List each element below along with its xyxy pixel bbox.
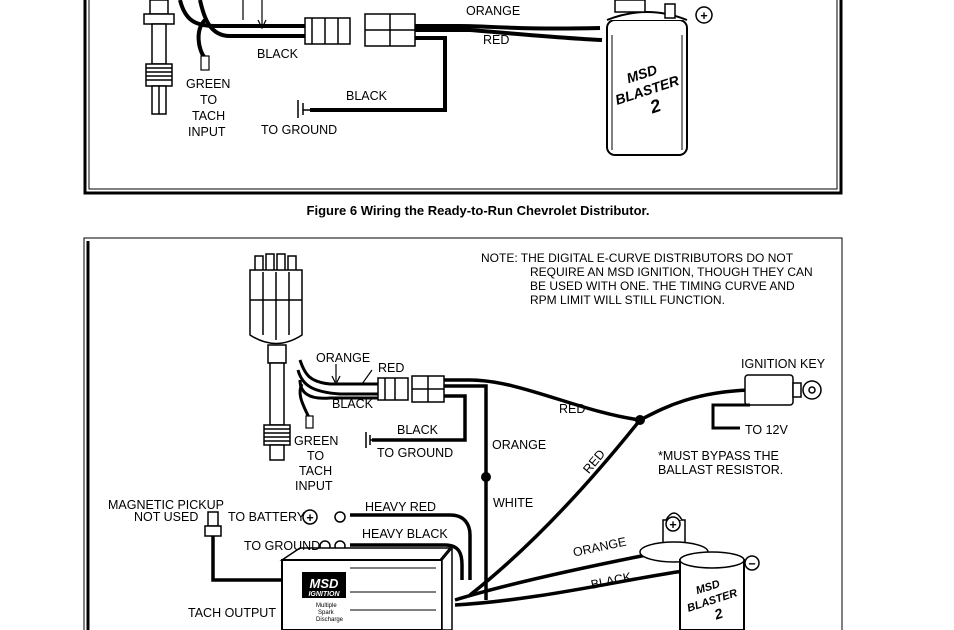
coil-top: MSD BLASTER 2 [606, 0, 688, 156]
minus-terminal-bottom: − [744, 555, 760, 571]
label-heavy-red: HEAVY RED [365, 500, 436, 514]
label-black-dist: BLACK [332, 397, 374, 411]
label-bypass-1: *MUST BYPASS THE [658, 449, 779, 463]
label-tach-bottom: TACH [299, 464, 332, 478]
junction-red [635, 415, 645, 425]
label-to-12v: TO 12V [745, 423, 789, 437]
ignition-key [711, 374, 822, 430]
label-to-battery: TO BATTERY [228, 510, 306, 524]
svg-text:−: − [748, 557, 755, 571]
svg-text:+: + [700, 9, 707, 23]
box-desc-3: Discharge [316, 617, 344, 623]
battery-terminal: + [302, 509, 346, 525]
note-line-3: BE USED WITH ONE. THE TIMING CURVE AND [530, 279, 795, 293]
wires-main-bottom [211, 378, 751, 607]
label-black-ground-top: BLACK [346, 89, 388, 103]
box-brand-sub: IGNITION [308, 591, 340, 598]
note-line-4: RPM LIMIT WILL STILL FUNCTION. [530, 293, 725, 307]
label-green-top: GREEN [186, 77, 230, 91]
label-orange-coil: ORANGE [572, 535, 628, 560]
label-white: WHITE [493, 496, 533, 510]
label-orange-top: ORANGE [466, 4, 520, 18]
ground-symbol-top [297, 100, 310, 118]
label-to-top: TO [200, 93, 217, 107]
ground-symbol-bottom [365, 432, 374, 448]
box-desc-1: Multiple [316, 603, 337, 609]
note-line-2: REQUIRE AN MSD IGNITION, THOUGH THEY CAN [530, 265, 813, 279]
plus-terminal-top: + [695, 6, 713, 24]
label-ignition-key: IGNITION KEY [741, 357, 826, 371]
wires-distributor-bottom [296, 359, 378, 421]
magnetic-pickup-connector [204, 511, 222, 537]
junction-orange [481, 472, 491, 482]
figure-7-panel: NOTE: THE DIGITAL E-CURVE DISTRIBUTORS D… [83, 237, 843, 630]
plus-terminal-bottom: + [665, 516, 681, 532]
coil-bottom: MSD BLASTER 2 [639, 512, 745, 630]
label-to-ground-top: TO GROUND [261, 123, 337, 137]
figure-6-panel: MSD BLASTER 2 + ORANGE RED BLACK BLACK G… [83, 0, 843, 195]
distributor-bottom [249, 253, 303, 461]
label-input-bottom: INPUT [295, 479, 333, 493]
label-to-ground-dist: TO GROUND [377, 446, 453, 460]
label-black-top: BLACK [257, 47, 299, 61]
label-tach-top: TACH [192, 109, 225, 123]
label-red-key: RED [559, 402, 585, 416]
label-green-bottom: GREEN [294, 434, 338, 448]
label-red-dist: RED [378, 361, 404, 375]
note-line-1: NOTE: THE DIGITAL E-CURVE DISTRIBUTORS D… [481, 251, 794, 265]
label-black-coil: BLACK [590, 570, 634, 592]
label-to-bottom: TO [307, 449, 324, 463]
label-black-ground-bottom: BLACK [397, 423, 439, 437]
label-orange-dist: ORANGE [316, 351, 370, 365]
label-magnetic-2: NOT USED [134, 510, 198, 524]
msd-ignition-box: MSD IGNITION Multiple Spark Discharge [279, 545, 453, 630]
label-input-top: INPUT [188, 125, 226, 139]
label-red-top: RED [483, 33, 509, 47]
label-magnetic-1: MAGNETIC PICKUP [108, 498, 224, 512]
tach-terminal [200, 55, 210, 71]
svg-text:+: + [306, 511, 313, 525]
label-bypass-2: BALLAST RESISTOR. [658, 463, 783, 477]
box-brand: MSD [310, 576, 340, 591]
connector-top [304, 13, 416, 47]
connector-bottom [377, 375, 445, 403]
label-tach-output: TACH OUTPUT [188, 606, 276, 620]
svg-text:+: + [669, 518, 676, 532]
figure-6-caption: Figure 6 Wiring the Ready-to-Run Chevrol… [307, 203, 650, 218]
box-desc-2: Spark [318, 610, 335, 616]
label-orange-vertical: ORANGE [492, 438, 546, 452]
label-heavy-black: HEAVY BLACK [362, 527, 448, 541]
label-to-ground-box: TO GROUND [244, 539, 320, 553]
tach-terminal-bottom [305, 415, 314, 429]
distributor-top [143, 0, 175, 115]
